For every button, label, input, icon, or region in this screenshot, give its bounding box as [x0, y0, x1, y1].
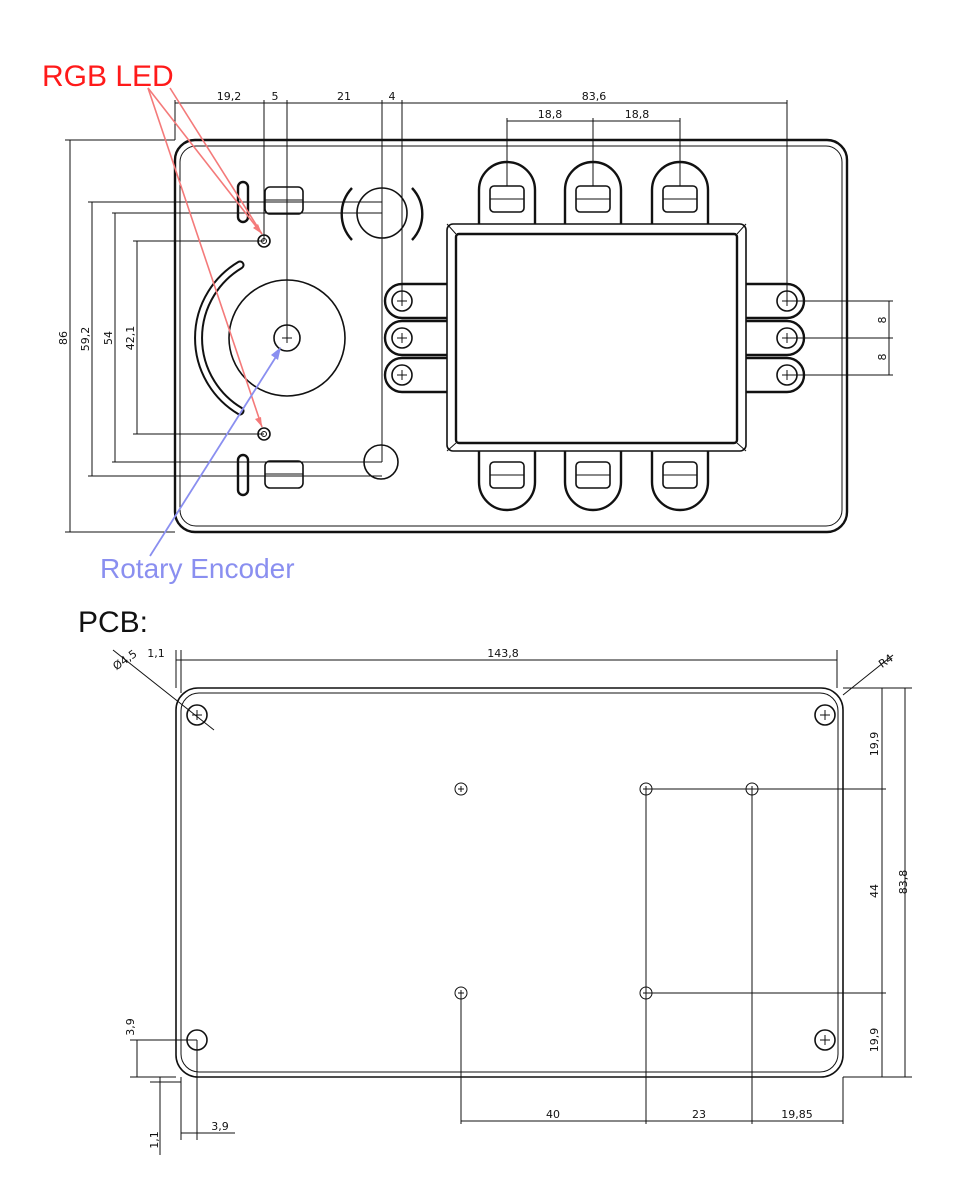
display-button-bottom-1 [477, 451, 537, 512]
rotary-encoder-leader [149, 351, 280, 557]
display-buttons-bottom [477, 451, 710, 512]
dim-bottom-1: 40 [546, 1108, 560, 1121]
dim-w1: 19,2 [217, 90, 242, 103]
rgb-led-leader-2 [147, 87, 263, 428]
pcb-outline [175, 687, 844, 1078]
dim-bottom-left-vertical: 1,1 [148, 1131, 161, 1149]
led-arc [194, 260, 245, 416]
dim-h4: 42,1 [124, 326, 137, 351]
display-button-bottom-3 [650, 451, 710, 512]
mounting-hole-top-right [814, 704, 836, 726]
display-button-left-3 [383, 356, 447, 394]
mounting-hole-bottom-right [814, 1029, 836, 1051]
dim-w5: 83,6 [582, 90, 607, 103]
arc-left-top [340, 187, 353, 241]
dim-h3: 54 [102, 331, 115, 345]
display-bezel [446, 223, 747, 452]
front-panel-view [65, 100, 893, 534]
callouts [147, 87, 281, 557]
pcb-dimensions: Ø4,5 1,1 143,8 R4 19,9 44 83,8 19,9 3,9 … [111, 647, 910, 1149]
dim-right-bottom: 19,9 [868, 1028, 881, 1053]
display-button-left-2 [383, 319, 447, 357]
panel-outline [173, 138, 849, 534]
display-button-bottom-2 [563, 451, 623, 512]
dim-pitch2: 18,8 [625, 108, 650, 121]
dim-right2: 8 [876, 354, 889, 361]
dim-pitch1: 18,8 [538, 108, 563, 121]
rgb-led-leader-1 [147, 87, 263, 235]
dim-right-total: 83,8 [897, 870, 910, 895]
dim-h2: 59,2 [79, 327, 92, 352]
slot-bottom-left [236, 453, 250, 497]
panel-inner-outline [179, 145, 843, 527]
dim-width: 143,8 [487, 647, 519, 660]
pcb-inner-outline [180, 692, 839, 1073]
dim-height: 86 [57, 331, 70, 345]
dim-bottom-3: 19,85 [781, 1108, 813, 1121]
mounting-hole-top-left [186, 704, 208, 726]
dim-w4: 4 [389, 90, 396, 103]
pcb-hole-1 [454, 782, 468, 796]
dim-left-vertical: 3,9 [124, 1018, 137, 1036]
front-panel-dimensions: 19,2 5 21 4 83,6 18,8 18,8 86 59,2 54 42… [57, 90, 890, 532]
dim-right1: 8 [876, 317, 889, 324]
rotary-encoder-label: Rotary Encoder [100, 553, 295, 584]
display-button-left-1 [383, 282, 447, 320]
dim-bottom-2: 23 [692, 1108, 706, 1121]
pcb-view [112, 649, 912, 1155]
dim-w2: 5 [272, 90, 279, 103]
dim-edge: 1,1 [147, 647, 165, 660]
display-buttons-left [383, 282, 447, 394]
dim-w3: 21 [337, 90, 351, 103]
dim-right-mid: 44 [868, 884, 881, 898]
pcb-heading: PCB: [78, 606, 148, 639]
dim-right-top: 19,9 [868, 732, 881, 757]
display-window [454, 232, 739, 445]
arc-right-top [411, 187, 424, 241]
dim-radius: R4 [876, 652, 895, 671]
dim-bottom-left-horizontal: 3,9 [211, 1120, 229, 1133]
rgb-led-label: RGB LED [42, 60, 174, 93]
